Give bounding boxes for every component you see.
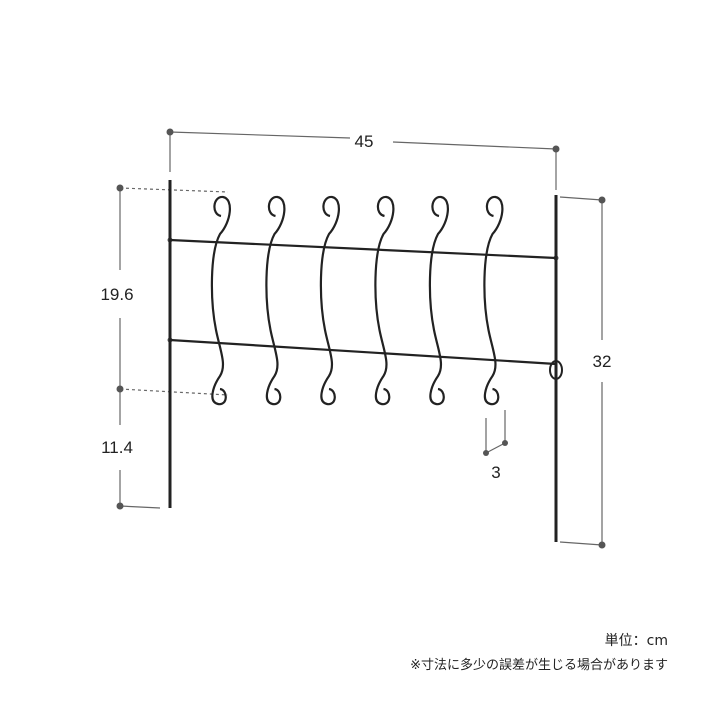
- disclaimer: ※寸法に多少の誤差が生じる場合があります: [410, 658, 668, 673]
- lower-height-label: 11.4: [101, 438, 133, 457]
- width-label: 45: [355, 132, 374, 151]
- spacing-line: [485, 442, 506, 454]
- dot: [116, 184, 124, 192]
- fence: [168, 180, 563, 542]
- scroll-picket: [428, 195, 449, 406]
- scroll-picket: [483, 195, 504, 406]
- unit-label: 単位：cm: [604, 633, 668, 649]
- scroll-picket: [265, 195, 286, 406]
- scroll-picket: [210, 195, 231, 406]
- scroll-picket: [319, 195, 340, 406]
- scroll-picket: [374, 195, 395, 406]
- dot: [166, 128, 174, 136]
- dot: [502, 440, 508, 446]
- dimension-dots: [116, 128, 606, 549]
- width-dimension-line-right: [392, 141, 557, 150]
- total-height-guide-bottom: [559, 541, 603, 546]
- upper-dashed-guide: [119, 187, 229, 193]
- dot: [552, 145, 560, 153]
- dot: [116, 385, 124, 393]
- upper-height-label: 19.6: [100, 285, 133, 304]
- total-height-guide-top: [559, 196, 603, 201]
- dot: [598, 541, 606, 549]
- dimension-lines: [119, 131, 603, 546]
- width-dimension-line-left: [169, 131, 351, 139]
- dot: [483, 450, 489, 456]
- top-rail: [169, 238, 557, 260]
- dot: [116, 502, 124, 510]
- rail-loop: [549, 360, 563, 380]
- lower-dashed-guide: [119, 388, 229, 396]
- dot: [598, 196, 606, 204]
- bottom-rail: [169, 338, 557, 366]
- total-height-label: 32: [593, 352, 612, 371]
- scroll-pickets: [210, 195, 504, 406]
- spacing-label: 3: [491, 463, 500, 482]
- bottom-guide: [119, 505, 161, 509]
